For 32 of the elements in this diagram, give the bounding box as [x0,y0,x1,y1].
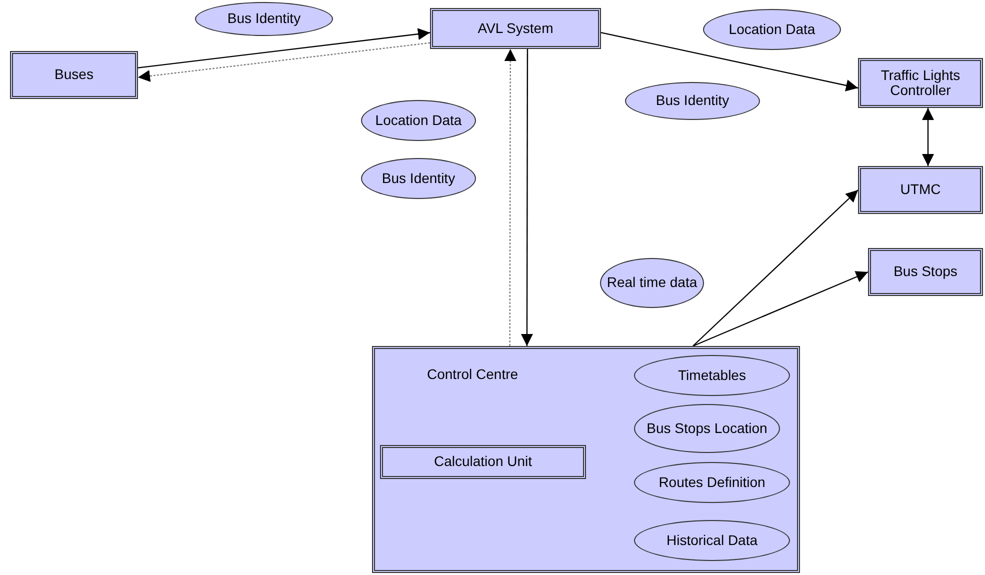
arrow [138,42,430,82]
process-box [10,51,138,99]
node-label: Traffic Lights Controller [880,68,962,98]
node-label: Bus Stops Location [646,420,768,436]
node-label: Historical Data [666,532,758,548]
arrow [922,108,934,166]
node-label: Location Data [728,22,816,38]
arrow [600,32,858,92]
arrow [692,271,868,347]
node-label: Buses [54,67,94,83]
process-box [380,445,586,479]
node-label: Bus Stops [894,264,958,280]
node-label: Calculation Unit [434,454,532,470]
node-label: UTMC [900,182,941,198]
arrow [692,190,858,346]
node-label: Bus Identity [656,93,730,109]
node-label: Real time data [606,275,698,291]
node-label: Bus Identity [382,170,456,186]
process-box [868,248,983,296]
node-label: Bus Identity [227,11,301,27]
container-box [372,346,800,573]
process-box [858,58,983,108]
arrow [504,49,516,346]
node-label: Timetables [678,368,746,384]
arrow [520,49,533,346]
container-heading: Control Centre [427,367,518,382]
node-label: AVL System [478,20,554,36]
node-label: Location Data [375,112,462,128]
process-box [430,8,601,49]
process-box [858,166,983,214]
arrow [138,28,430,68]
node-label: Routes Definition [658,474,766,490]
